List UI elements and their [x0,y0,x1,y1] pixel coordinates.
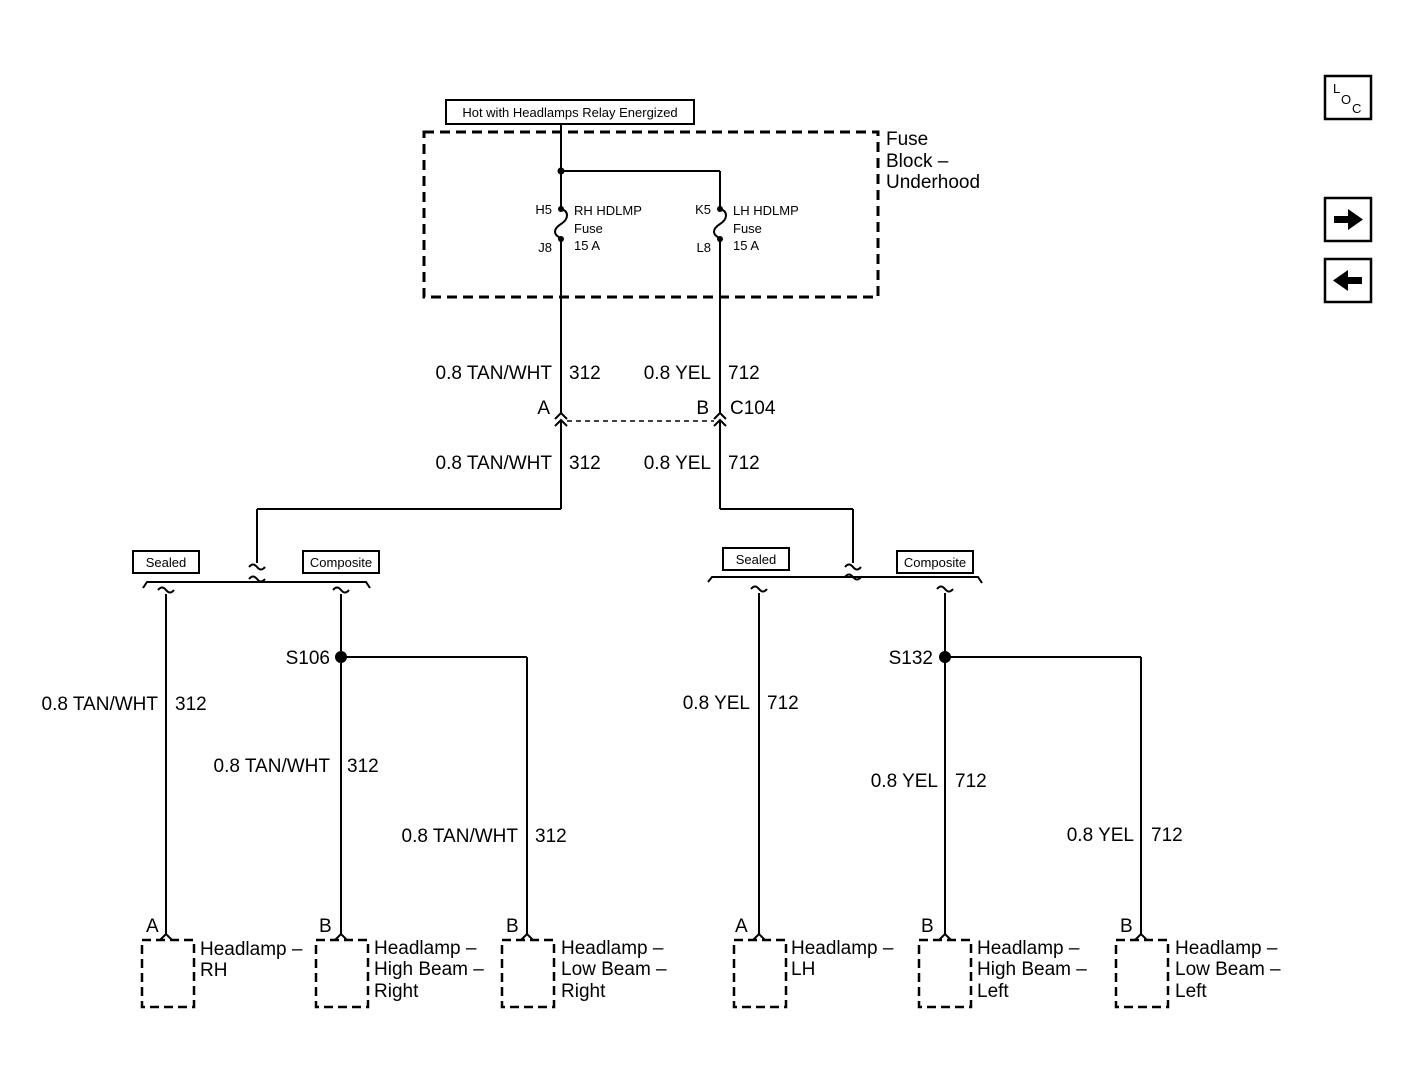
splice-label: S132 [889,648,933,669]
wire-circuit-label: 712 [728,453,760,474]
option-sealed-label: Sealed [736,552,776,567]
wire-color-label: 0.8 TAN/WHT [402,826,519,847]
wire-color-label: 0.8 YEL [683,693,750,714]
load-box-high-beam-right [314,938,370,1009]
loc-letter: L [1333,81,1340,96]
loc-button[interactable]: L O C [1323,74,1373,121]
load-box-headlamp-lh [732,938,788,1009]
load-name: Low Beam – [561,959,667,980]
wire-circuit-label: 312 [569,453,601,474]
option-composite-label: Composite [310,555,372,570]
splice-label: S106 [286,648,330,669]
fuse-pin-dot [717,236,723,242]
load-box-low-beam-right [500,938,556,1009]
load-name: LH [791,959,815,980]
load-pin-label: B [1120,916,1133,937]
fuse-block-name: Fuse [886,129,928,150]
next-page-button[interactable] [1323,196,1373,243]
wire-circuit-label: 312 [175,694,207,715]
fuse-pin-dot [717,206,723,212]
source-label: Hot with Headlamps Relay Energized [462,105,677,120]
load-box-headlamp-rh [140,938,196,1009]
loc-letter: O [1341,92,1351,107]
wire-color-label: 0.8 TAN/WHT [42,694,159,715]
load-name: Low Beam – [1175,959,1281,980]
option-composite-label: Composite [904,555,966,570]
load-name: Right [561,981,606,1002]
fuse-pin-label: L8 [697,240,711,255]
wire-circuit-label: 312 [347,756,379,777]
fuse-name: Fuse [574,221,603,236]
load-name: Headlamp – [561,938,664,959]
option-sealed-label: Sealed [146,555,186,570]
wire-circuit-label: 312 [535,826,567,847]
load-pin-label: B [921,916,934,937]
wire-color-label: 0.8 TAN/WHT [214,756,331,777]
load-name: Headlamp – [374,938,477,959]
load-name: Headlamp – [791,938,894,959]
wire-circuit-label: 712 [1151,825,1183,846]
fuse-pin-label: J8 [538,240,552,255]
fuse-pin-label: K5 [695,202,711,217]
fuse-name: Fuse [733,221,762,236]
fuse-pin-dot [558,206,564,212]
fuse-name: LH HDLMP [733,203,799,218]
arrow-left-icon [1333,270,1362,291]
load-name: Headlamp – [977,938,1080,959]
load-pin-label: A [735,916,748,937]
arrow-right-icon [1334,209,1363,230]
wire-color-label: 0.8 YEL [644,363,711,384]
load-pin-label: A [146,916,159,937]
splice-dot-rh [335,651,347,663]
load-name: High Beam – [977,959,1087,980]
load-name: Right [374,981,419,1002]
wire-circuit-label: 312 [569,363,601,384]
wire-circuit-label: 712 [767,693,799,714]
load-name: Left [977,981,1009,1002]
wire-color-label: 0.8 TAN/WHT [436,363,553,384]
fuse-name: RH HDLMP [574,203,642,218]
connector-pin-label: A [537,398,550,419]
fuse-block-name: Block – [886,151,949,172]
wire-color-label: 0.8 YEL [871,771,938,792]
load-pin-label: B [319,916,332,937]
fuse-block-name: Underhood [886,172,980,193]
splice-dot-lh [939,651,951,663]
connector-pin-label: B [696,398,709,419]
wire-color-label: 0.8 YEL [644,453,711,474]
load-box-high-beam-left [917,938,973,1009]
fuse-rating: 15 A [733,238,759,253]
fuse-rating: 15 A [574,238,600,253]
fuse-block-boundary [422,130,880,299]
load-name: RH [200,960,227,981]
load-name: Headlamp – [1175,938,1278,959]
loc-letter: C [1352,101,1361,116]
wire-circuit-label: 712 [728,363,760,384]
wire-circuit-label: 712 [955,771,987,792]
wire-color-label: 0.8 TAN/WHT [436,453,553,474]
connector-name: C104 [730,398,776,419]
wire-color-label: 0.8 YEL [1067,825,1134,846]
load-name: High Beam – [374,959,484,980]
fuse-pin-dot [558,236,564,242]
previous-page-button[interactable] [1323,257,1373,304]
load-name: Left [1175,981,1207,1002]
load-pin-label: B [506,916,519,937]
fuse-pin-label: H5 [535,202,552,217]
source-junction-dot [557,167,565,175]
load-box-low-beam-left [1114,938,1170,1009]
load-name: Headlamp – [200,939,303,960]
